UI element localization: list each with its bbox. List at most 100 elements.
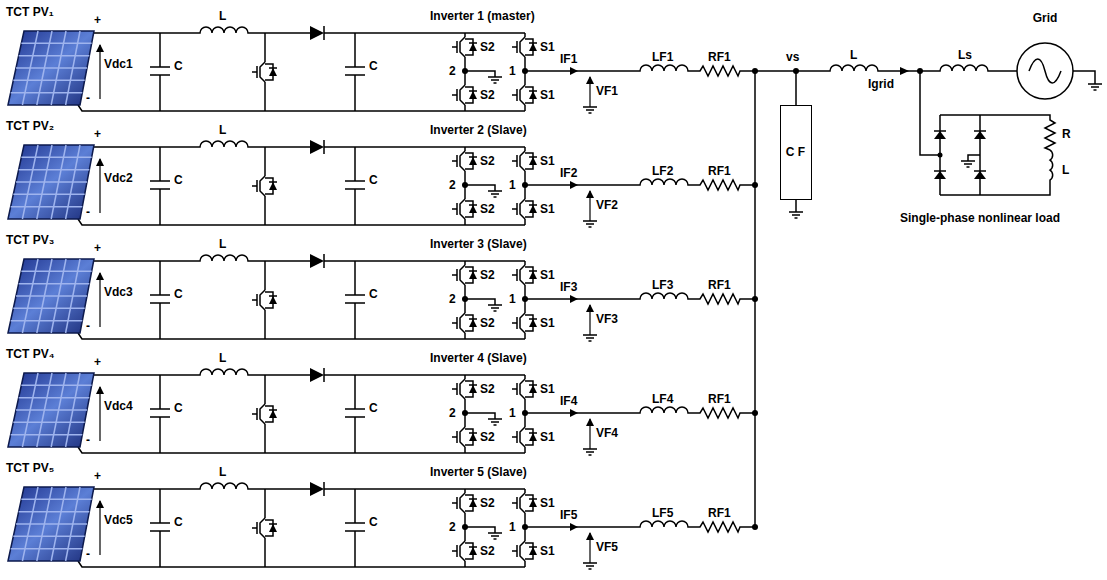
- capacitor-symbol: [150, 489, 170, 567]
- antiparallel-diode: [469, 157, 477, 165]
- capacitor-label: C: [174, 287, 183, 301]
- panel-cell-line: [21, 385, 91, 387]
- pv-panel-outline: [2, 461, 98, 565]
- antiparallel-diode: [265, 64, 277, 80]
- inductor-label: L: [219, 123, 226, 137]
- grid-ground: [1073, 71, 1102, 90]
- current-label: Igrid: [868, 77, 894, 91]
- capacitor-label: C: [174, 515, 183, 529]
- voltage-arrow: [589, 533, 590, 563]
- panel-cell-line: [16, 67, 87, 69]
- antiparallel-diode: [525, 153, 537, 169]
- dc-return-wire: [78, 105, 525, 111]
- switch-label: S1: [540, 316, 555, 330]
- boost-diode: [310, 368, 324, 382]
- dc-link-wire: [324, 254, 525, 268]
- panel-cell-line: [19, 397, 90, 399]
- ground-symbol: [583, 221, 597, 227]
- terminal-sign: -: [86, 433, 90, 447]
- resistor-label: RF1: [708, 164, 731, 178]
- inductor-label: LF1: [652, 50, 673, 64]
- node-number: 1: [509, 178, 516, 192]
- antiparallel-diode: [525, 495, 537, 511]
- antiparallel-diode: [269, 68, 277, 76]
- boost-inductor: [92, 369, 310, 375]
- antiparallel-diode: [465, 543, 477, 559]
- capacitor-label: C: [369, 287, 378, 301]
- rectifier-bridge: [940, 115, 1055, 195]
- panel-cell-line: [51, 487, 66, 561]
- boost-switch-wire: [264, 261, 266, 290]
- panel-cell-line: [22, 259, 38, 333]
- node-number: 2: [449, 64, 456, 78]
- bridge-leg: [464, 375, 466, 379]
- igbt-switch: [512, 37, 525, 57]
- antiparallel-diode: [525, 267, 537, 283]
- current-arrow: [570, 409, 578, 417]
- switch-label: S1: [540, 544, 555, 558]
- terminal-sign: -: [86, 547, 90, 561]
- antiparallel-diode: [525, 87, 537, 103]
- panel-cell-line: [11, 320, 83, 322]
- panel-cell-line: [51, 259, 66, 333]
- voltage-label: VF2: [596, 198, 618, 212]
- panel-cell-line: [37, 31, 52, 105]
- antiparallel-diode: [529, 499, 537, 507]
- capacitor-symbol: [150, 261, 170, 339]
- pv-panel-outline: [2, 5, 98, 109]
- ground-symbol: [488, 77, 502, 83]
- switch-label: S2: [480, 40, 495, 54]
- capacitor-symbol: [150, 147, 170, 225]
- ground-symbol: [488, 419, 502, 425]
- bridge-leg: [524, 219, 526, 225]
- capacitor-symbol: [150, 375, 170, 453]
- inverter-label: Inverter 5 (Slave): [430, 465, 527, 479]
- output-filter: [525, 65, 755, 76]
- panel-cell-line: [16, 181, 87, 183]
- antiparallel-diode: [529, 385, 537, 393]
- panel-cell-line: [66, 145, 80, 219]
- ground-symbol: [488, 305, 502, 311]
- load-ground-wire: [968, 155, 980, 161]
- panel-cell-line: [21, 43, 91, 45]
- inductor-label: Ls: [958, 48, 972, 62]
- capacitor-label: C F: [786, 145, 805, 159]
- panel-cell-line: [66, 31, 80, 105]
- inductor-label: L: [219, 465, 226, 479]
- pv-panel: TCT PV₂: [2, 119, 98, 223]
- node-number: 2: [449, 406, 456, 420]
- bridge-leg: [464, 333, 466, 339]
- panel-cell-line: [19, 511, 90, 513]
- junction-dot: [938, 153, 943, 158]
- switch-label: S2: [480, 382, 495, 396]
- panel-title: TCT PV₁: [6, 5, 54, 19]
- panel-cell-line: [51, 145, 66, 219]
- boost-switch-wire: [264, 489, 266, 518]
- igbt-switch: [452, 493, 465, 513]
- inverter-label: Inverter 4 (Slave): [430, 351, 527, 365]
- antiparallel-diode: [269, 410, 277, 418]
- node-number: 1: [509, 292, 516, 306]
- antiparallel-diode: [465, 87, 477, 103]
- antiparallel-diode: [529, 433, 537, 441]
- antiparallel-diode: [465, 381, 477, 397]
- current-arrow: [570, 295, 578, 303]
- pv-panel-shape: [8, 487, 94, 561]
- pv-panel: TCT PV₄: [2, 347, 98, 451]
- antiparallel-diode: [469, 43, 477, 51]
- voltage-label: VF4: [596, 426, 618, 440]
- panel-cell-line: [66, 259, 80, 333]
- bridge-leg: [464, 489, 466, 493]
- neutral-wire: [465, 71, 495, 77]
- voltage-label: vs: [786, 50, 799, 64]
- rectifier-diode: [934, 130, 946, 132]
- antiparallel-diode: [265, 520, 277, 536]
- antiparallel-diode: [529, 547, 537, 555]
- resistor-label: RF1: [708, 278, 731, 292]
- panel-cell-line: [37, 487, 52, 561]
- antiparallel-diode: [525, 201, 537, 217]
- current-label: IF5: [560, 508, 577, 522]
- bridge-leg: [524, 447, 526, 453]
- node-number: 1: [509, 64, 516, 78]
- grid-source: Grid: [1015, 11, 1075, 101]
